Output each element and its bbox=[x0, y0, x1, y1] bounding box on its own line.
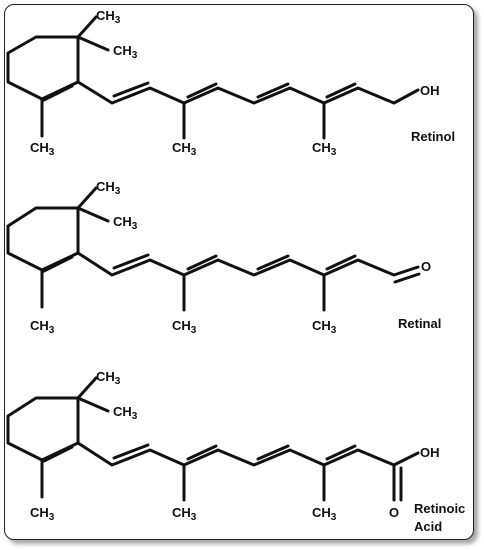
methyl-label: CH3 bbox=[96, 179, 121, 197]
methyl-label: CH3 bbox=[30, 505, 55, 523]
methyl-label: CH3 bbox=[96, 369, 121, 387]
figure-frame bbox=[4, 4, 474, 540]
methyl-label: CH3 bbox=[312, 318, 337, 336]
methyl-label: CH3 bbox=[172, 505, 197, 523]
methyl-label: CH3 bbox=[30, 140, 55, 158]
methyl-label: CH3 bbox=[113, 404, 138, 422]
retinoic-acid-name-line2: Acid bbox=[414, 519, 442, 534]
methyl-label: CH3 bbox=[172, 318, 197, 336]
methyl-label: CH3 bbox=[113, 214, 138, 232]
retinal-structure: CH3 CH3 CH3 CH3 CH3 O Retinal bbox=[6, 179, 441, 336]
carboxyl-hydroxyl-label: OH bbox=[420, 445, 440, 460]
methyl-label: CH3 bbox=[312, 140, 337, 158]
retinal-name: Retinal bbox=[398, 316, 441, 331]
aldehyde-oxygen-label: O bbox=[421, 259, 431, 274]
methyl-label: CH3 bbox=[30, 318, 55, 336]
retinol-name: Retinol bbox=[411, 129, 455, 144]
methyl-label: CH3 bbox=[96, 8, 121, 26]
methyl-label: CH3 bbox=[172, 140, 197, 158]
methyl-label: CH3 bbox=[312, 505, 337, 523]
retinoic-acid-structure: CH3 CH3 CH3 CH3 CH3 OH O Retinoic Acid bbox=[6, 369, 465, 534]
carbonyl-oxygen-label: O bbox=[389, 505, 399, 520]
hydroxyl-label: OH bbox=[420, 83, 440, 98]
methyl-label: CH3 bbox=[113, 43, 138, 61]
retinoic-acid-name-line1: Retinoic bbox=[414, 501, 465, 516]
retinol-structure: CH3 CH3 CH3 CH3 CH3 OH Retinol bbox=[6, 8, 455, 158]
